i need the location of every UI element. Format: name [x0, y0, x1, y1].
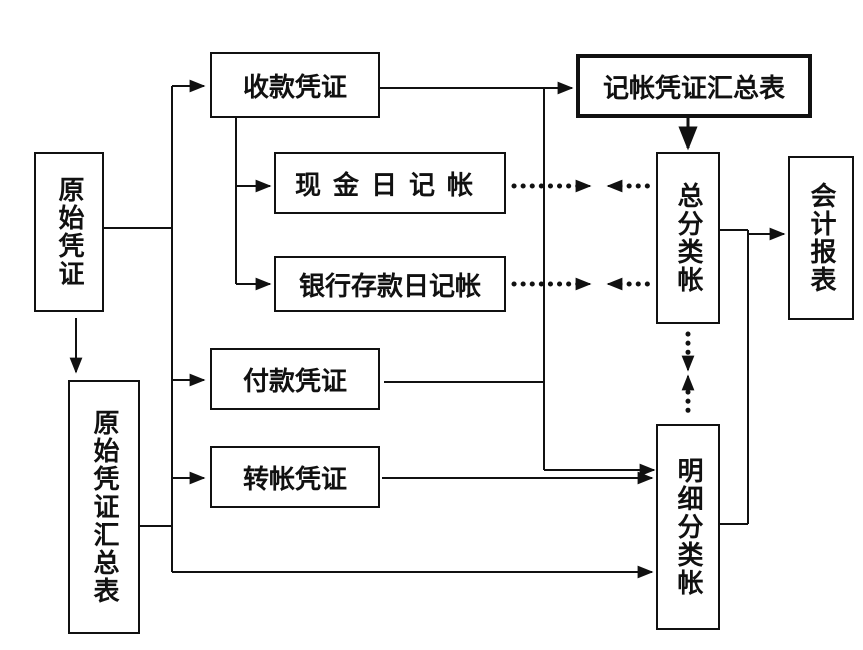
original-voucher-box: 原始凭证: [34, 152, 104, 312]
receipt-voucher-label: 收款凭证: [242, 72, 347, 103]
bank-journal-label: 银行存款日记帐: [298, 271, 481, 302]
financial-statements-label: 会计报表: [806, 182, 836, 294]
payment-voucher-label: 付款凭证: [242, 366, 347, 397]
financial-statements-box: 会计报表: [788, 156, 854, 320]
payment-voucher-box: 付款凭证: [210, 348, 380, 410]
original-voucher-summary-box: 原始凭证汇总表: [68, 380, 140, 634]
cash-journal-box: 现金日记帐: [274, 152, 506, 214]
voucher-summary-box: 记帐凭证汇总表: [576, 54, 812, 118]
general-ledger-box: 总分类帐: [656, 152, 720, 324]
voucher-summary-label: 记帐凭证汇总表: [602, 73, 785, 104]
subsidiary-ledger-box: 明细分类帐: [656, 424, 720, 630]
cash-journal-label: 现金日记帐: [294, 170, 485, 201]
general-ledger-label: 总分类帐: [673, 182, 703, 294]
original-voucher-label: 原始凭证: [54, 176, 84, 288]
transfer-voucher-label: 转帐凭证: [242, 464, 347, 495]
transfer-voucher-box: 转帐凭证: [210, 446, 380, 508]
receipt-voucher-box: 收款凭证: [210, 52, 380, 118]
bank-journal-box: 银行存款日记帐: [274, 256, 506, 312]
original-voucher-summary-label: 原始凭证汇总表: [89, 409, 119, 605]
subsidiary-ledger-label: 明细分类帐: [673, 457, 703, 597]
